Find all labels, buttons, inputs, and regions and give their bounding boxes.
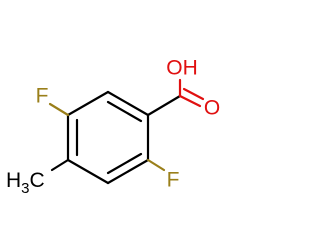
ring-double-bond-c1-c6 bbox=[106, 100, 143, 123]
molecule-structure-diagram: OH O F F H3C bbox=[6, 57, 220, 198]
methyl-hydrogen: H bbox=[6, 169, 21, 192]
carbonyl-oxygen-label: O bbox=[204, 97, 220, 120]
ring-bond-c6-c1 bbox=[106, 90, 150, 117]
methyl-group: H3C bbox=[6, 158, 70, 197]
ring-bond-c2-c3 bbox=[106, 158, 150, 185]
bond-ring-to-methyl bbox=[50, 158, 70, 172]
bond-ring-to-fluorine-bottom bbox=[146, 158, 166, 172]
fluorine-top-label: F bbox=[36, 85, 49, 108]
fluorine-bottom-label: F bbox=[167, 169, 180, 192]
fluorine-substituents: F F bbox=[36, 85, 180, 192]
methyl-label: H3C bbox=[6, 169, 45, 197]
ring-bond-c5-c6 bbox=[66, 90, 110, 117]
bond-carbonyl-double-1 bbox=[178, 94, 202, 108]
bond-ring-to-fluorine-top bbox=[48, 102, 70, 117]
bond-carbonyl-double-2 bbox=[182, 87, 205, 101]
ring-bond-c3-c4 bbox=[66, 158, 110, 185]
carboxyl-group: OH O bbox=[146, 57, 220, 120]
hydroxyl-label: OH bbox=[166, 57, 198, 80]
methyl-subscript: 3 bbox=[21, 180, 29, 197]
benzene-ring bbox=[66, 90, 150, 185]
ring-double-bond-c2-c3 bbox=[106, 152, 143, 175]
bond-ring-to-carboxyl bbox=[146, 94, 182, 117]
methyl-carbon: C bbox=[30, 169, 45, 192]
